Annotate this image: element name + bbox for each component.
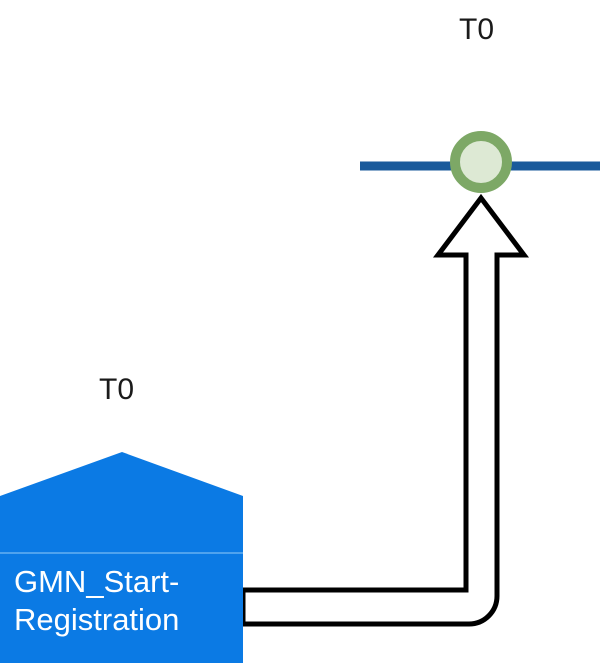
task-pentagon-shape[interactable] xyxy=(0,452,243,663)
connector-block-arrow xyxy=(240,193,530,627)
event-circle-marker[interactable] xyxy=(450,131,512,193)
event-time-label: T0 xyxy=(459,13,495,46)
milestone-event-group[interactable] xyxy=(360,131,600,193)
task-time-label: T0 xyxy=(99,373,135,406)
task-name-label: GMN_Start- Registration xyxy=(14,564,180,637)
task-node-group[interactable] xyxy=(0,452,243,663)
